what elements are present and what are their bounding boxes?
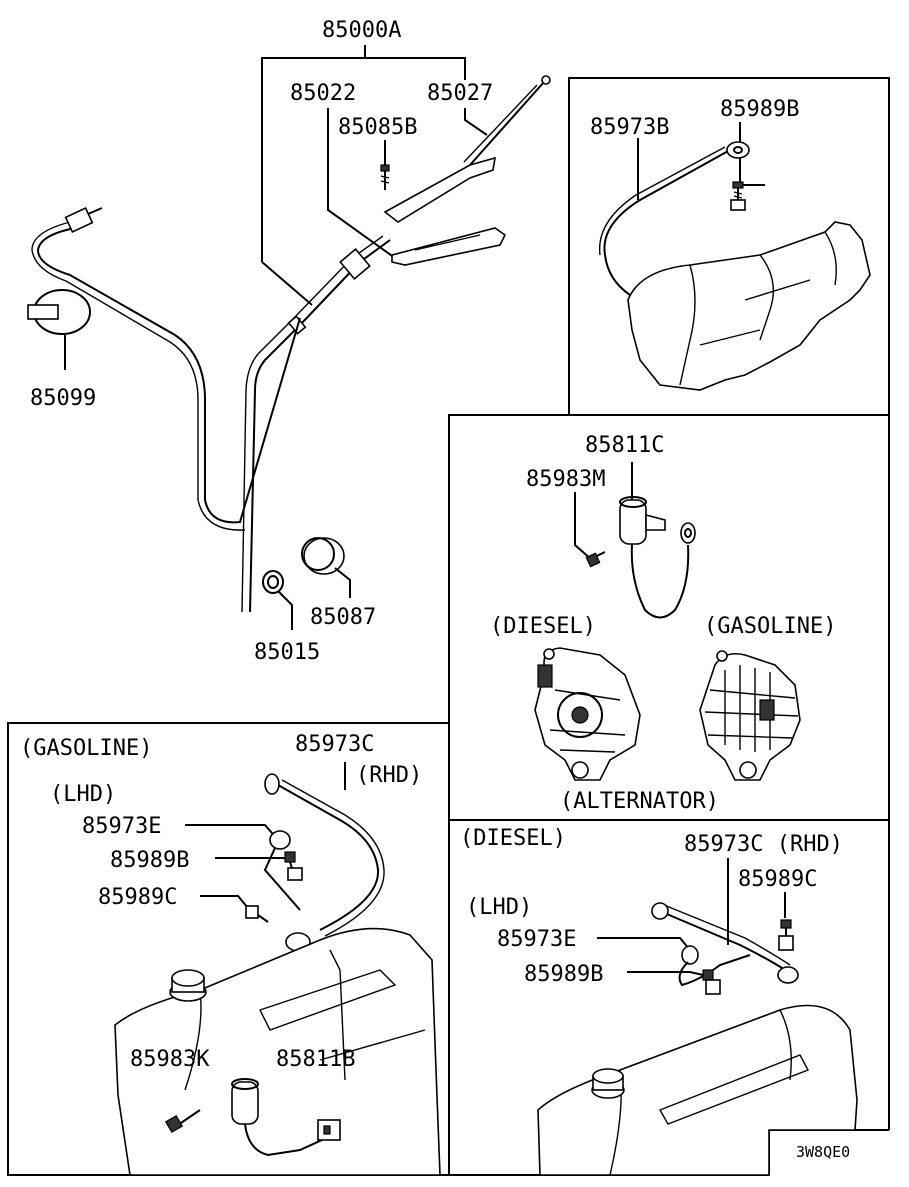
antenna-assembly bbox=[27, 45, 551, 630]
antenna-mount-lower bbox=[391, 227, 507, 266]
transmission-panel bbox=[598, 122, 871, 391]
oil-filler-cap-diesel bbox=[591, 1068, 625, 1099]
label-gasoline-engine: (GASOLINE) bbox=[20, 736, 152, 761]
label-85989C-diesel: 85989C bbox=[738, 867, 817, 892]
screw-85983K bbox=[164, 1109, 201, 1134]
label-85973C-rhd-diesel: 85973C (RHD) bbox=[684, 832, 843, 857]
label-lhd-diesel: (LHD) bbox=[466, 895, 532, 920]
label-85973E-diesel: 85973E bbox=[497, 927, 576, 952]
diesel-engine-panel bbox=[537, 858, 858, 1176]
bolt-85989C-lhd bbox=[245, 905, 269, 923]
ring-85973E-lhd bbox=[269, 830, 291, 850]
alternator-panel bbox=[534, 462, 801, 781]
label-85983K: 85983K bbox=[130, 1047, 210, 1072]
antenna-plug bbox=[64, 207, 103, 233]
antenna-mast bbox=[469, 81, 545, 166]
alternator-diesel bbox=[534, 647, 641, 781]
ground-strap-85973C-diesel bbox=[661, 911, 786, 971]
clip-85099 bbox=[27, 289, 91, 370]
ring-85973E-diesel bbox=[681, 945, 699, 965]
ground-strap-85973C-lhd-panel bbox=[277, 784, 380, 931]
capacitor-85811B bbox=[231, 1078, 341, 1157]
label-85099: 85099 bbox=[30, 386, 96, 411]
label-85811B: 85811B bbox=[276, 1047, 355, 1072]
bolt-85989B-lhd bbox=[284, 851, 303, 881]
label-85022: 85022 bbox=[290, 81, 356, 106]
bolt-85989B-top bbox=[730, 181, 746, 211]
label-rhd-gasoline: (RHD) bbox=[356, 763, 422, 788]
antenna-tip bbox=[541, 75, 551, 85]
label-85983M: 85983M bbox=[526, 467, 605, 492]
label-gasoline-alt: (GASOLINE) bbox=[704, 614, 836, 639]
oil-filler-cap-gasoline bbox=[169, 969, 207, 1002]
alternator-gasoline bbox=[699, 650, 801, 781]
label-85973C-gasoline: 85973C bbox=[295, 732, 374, 757]
label-85015: 85015 bbox=[254, 640, 320, 665]
cap-85087 bbox=[301, 537, 351, 598]
capacitor-85811C bbox=[619, 496, 696, 619]
label-85989C-gasoline: 85989C bbox=[98, 885, 177, 910]
label-85085B: 85085B bbox=[338, 115, 417, 140]
label-lhd-gasoline: (LHD) bbox=[50, 782, 116, 807]
ground-strap-85973B bbox=[603, 149, 731, 311]
cable-sleeve bbox=[339, 248, 371, 280]
label-85000A: 85000A bbox=[322, 18, 401, 43]
label-diesel-alt: (DIESEL) bbox=[490, 614, 596, 639]
label-alternator: (ALTERNATOR) bbox=[560, 789, 719, 814]
bolt-85989B-diesel bbox=[702, 969, 721, 995]
label-85973E-gasoline: 85973E bbox=[82, 814, 161, 839]
label-85027: 85027 bbox=[427, 81, 493, 106]
label-85989B-gasoline: 85989B bbox=[110, 848, 189, 873]
feeder-cable bbox=[249, 239, 391, 613]
screw-85983M bbox=[585, 551, 606, 568]
labels: 85000A 85022 85027 85085B 85099 85087 85… bbox=[20, 18, 850, 1161]
gasoline-engine-panel bbox=[114, 762, 441, 1176]
antenna-mount-upper bbox=[383, 156, 496, 223]
screw-85085B bbox=[380, 164, 390, 190]
label-diesel-engine: (DIESEL) bbox=[460, 826, 566, 851]
bolt-85989C-diesel bbox=[778, 919, 794, 951]
label-85087: 85087 bbox=[310, 605, 376, 630]
label-85989B-top: 85989B bbox=[720, 97, 799, 122]
panel-middle-right bbox=[448, 414, 890, 821]
grommet-85015 bbox=[262, 570, 293, 630]
extension-cable bbox=[36, 227, 301, 524]
label-85973B: 85973B bbox=[590, 115, 669, 140]
label-85811C: 85811C bbox=[585, 433, 664, 458]
label-85989B-diesel: 85989B bbox=[524, 962, 603, 987]
diagram-code: 3W8QE0 bbox=[796, 1143, 850, 1161]
